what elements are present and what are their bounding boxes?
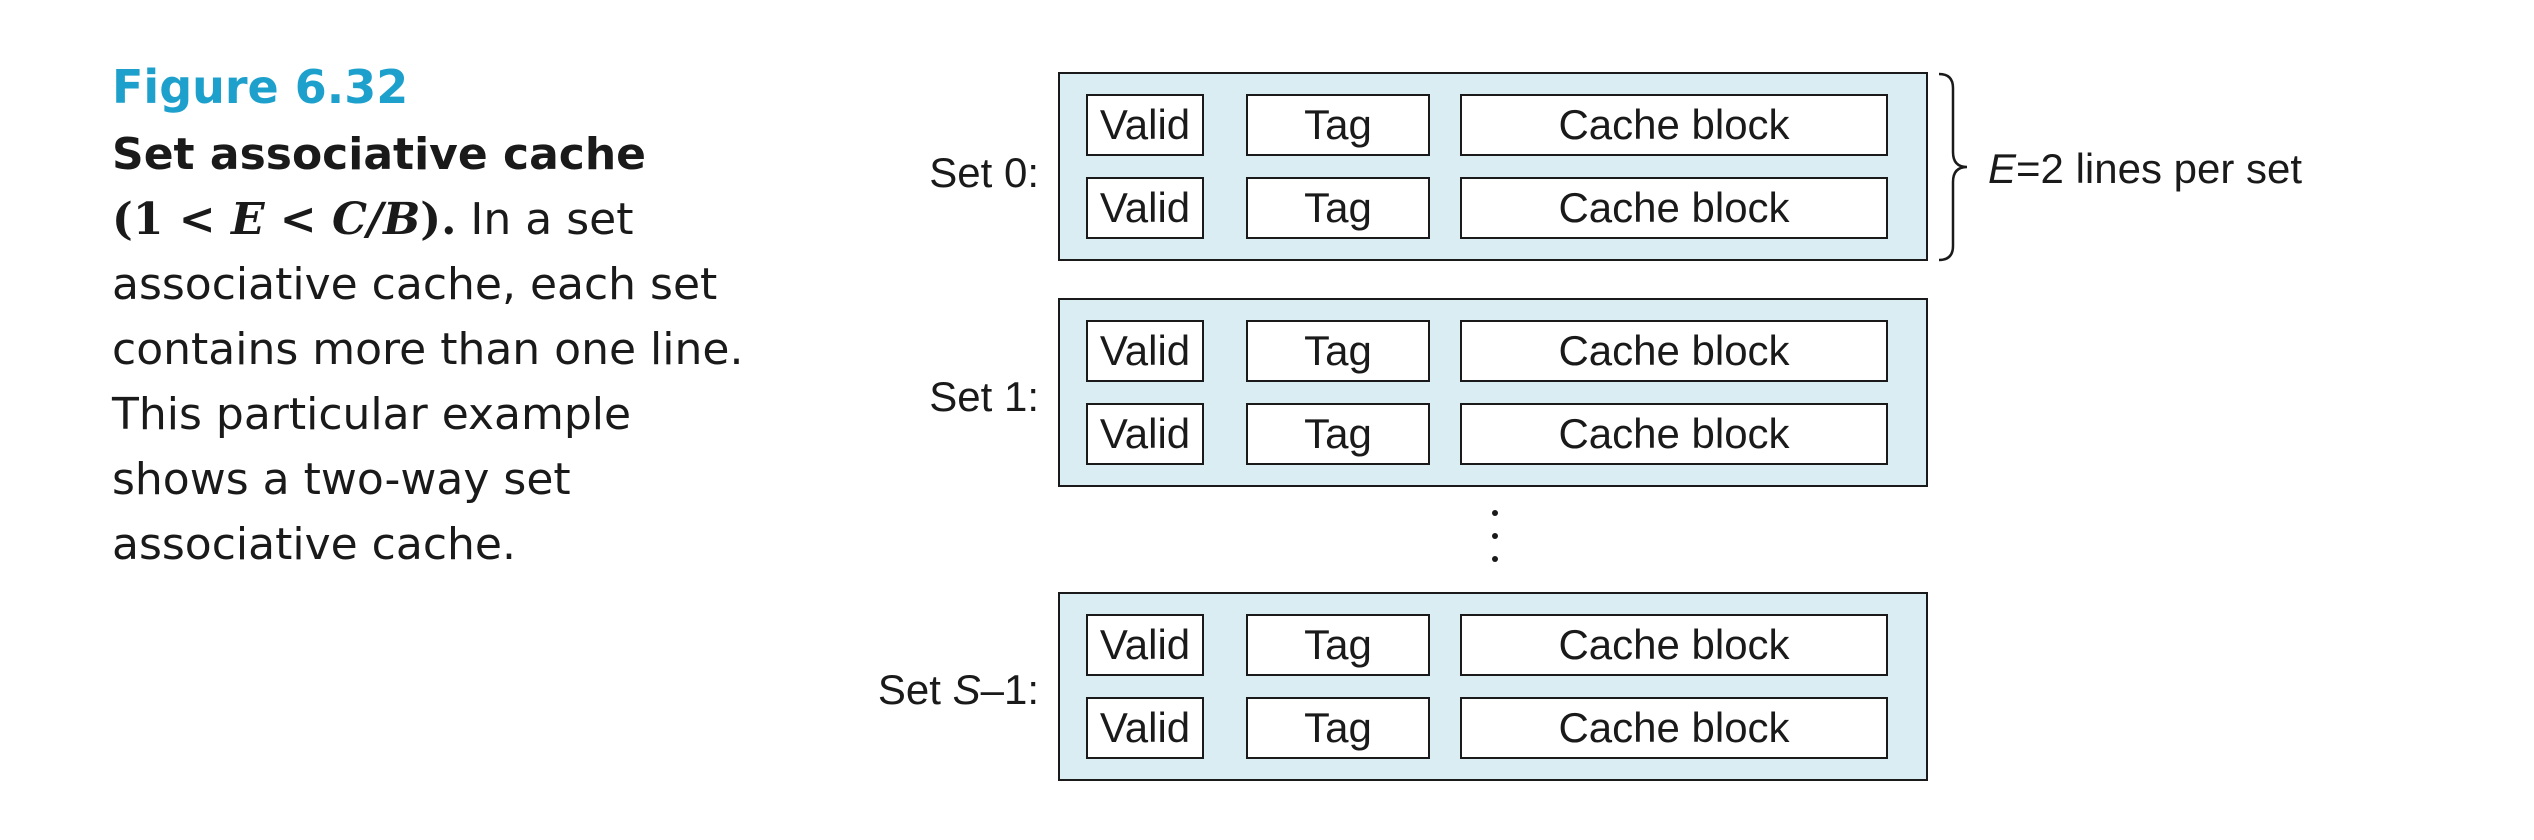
tag-cell: Tag xyxy=(1246,94,1430,156)
figure-caption: Figure 6.32 Set associative cache (1 < E… xyxy=(112,52,752,577)
valid-bit-cell: Valid xyxy=(1086,94,1204,156)
cache-block-cell: Cache block xyxy=(1460,697,1888,759)
valid-bit-cell: Valid xyxy=(1086,177,1204,239)
caption-title: Set associative cache xyxy=(112,129,647,180)
valid-bit-cell: Valid xyxy=(1086,403,1204,465)
cache-block-cell: Cache block xyxy=(1460,177,1888,239)
tag-cell: Tag xyxy=(1246,697,1430,759)
set-label-last-var: S xyxy=(952,666,981,713)
set-label-0: Set 0: xyxy=(929,148,1039,198)
figure-number: Figure 6.32 xyxy=(112,60,409,114)
set-0-box: Valid Tag Cache block Valid Tag Cache bl… xyxy=(1058,72,1928,261)
tag-cell: Tag xyxy=(1246,614,1430,676)
cache-block-cell: Cache block xyxy=(1460,614,1888,676)
set-label-last-suffix: –1: xyxy=(980,666,1039,713)
tag-cell: Tag xyxy=(1246,403,1430,465)
lines-per-set-label: E=2 lines per set xyxy=(1988,144,2302,194)
set-label-0-prefix: Set 0: xyxy=(929,149,1039,196)
condition-close: ). xyxy=(420,194,457,245)
cache-block-cell: Cache block xyxy=(1460,94,1888,156)
set-last-box: Valid Tag Cache block Valid Tag Cache bl… xyxy=(1058,592,1928,781)
set-label-1: Set 1: xyxy=(929,372,1039,422)
tag-cell: Tag xyxy=(1246,320,1430,382)
condition-cb: C/B xyxy=(332,194,421,245)
caption-condition: (1 < E < C/B). xyxy=(112,194,456,245)
condition-open: (1 < xyxy=(112,194,231,245)
caption-text: In a set associative cache, each set con… xyxy=(112,194,744,570)
set-label-last: Set S–1: xyxy=(878,665,1039,715)
condition-mid: < xyxy=(264,194,332,245)
cache-block-cell: Cache block xyxy=(1460,403,1888,465)
condition-e: E xyxy=(230,194,265,245)
set-label-1-prefix: Set 1: xyxy=(929,373,1039,420)
vertical-ellipsis xyxy=(1492,510,1500,579)
valid-bit-cell: Valid xyxy=(1086,614,1204,676)
set-label-last-prefix: Set xyxy=(877,666,953,713)
brace-text: =2 lines per set xyxy=(2016,145,2303,192)
valid-bit-cell: Valid xyxy=(1086,697,1204,759)
set-1-box: Valid Tag Cache block Valid Tag Cache bl… xyxy=(1058,298,1928,487)
valid-bit-cell: Valid xyxy=(1086,320,1204,382)
caption-body: Set associative cache (1 < E < C/B). In … xyxy=(112,122,752,577)
brace-var: E xyxy=(1988,145,2017,192)
tag-cell: Tag xyxy=(1246,177,1430,239)
curly-brace-icon xyxy=(1938,72,1968,262)
cache-block-cell: Cache block xyxy=(1460,320,1888,382)
